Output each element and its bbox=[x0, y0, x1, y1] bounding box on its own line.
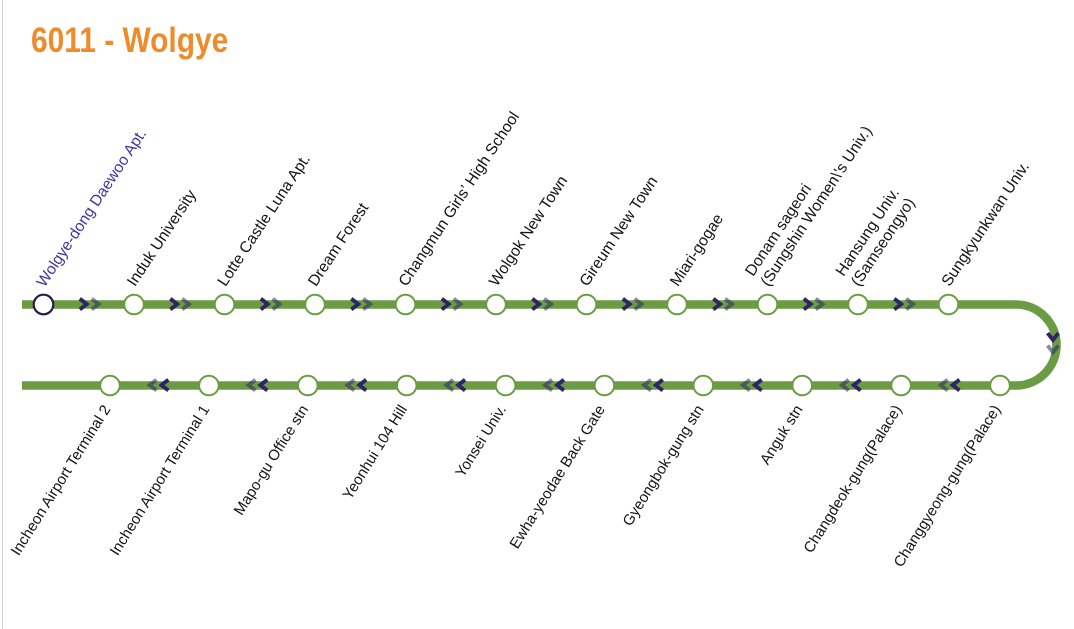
svg-text:Hansung Univ.(Samseongyo): Hansung Univ.(Samseongyo) bbox=[833, 185, 919, 290]
svg-text:Ewha-yeodae Back Gate: Ewha-yeodae Back Gate bbox=[506, 402, 608, 552]
svg-text:Changdeok-gung(Palace): Changdeok-gung(Palace) bbox=[800, 402, 905, 556]
svg-text:Induk University: Induk University bbox=[124, 187, 200, 290]
svg-text:Gireum New Town: Gireum New Town bbox=[577, 173, 662, 289]
svg-text:Incheon Airport Terminal 2: Incheon Airport Terminal 2 bbox=[8, 402, 115, 559]
svg-text:Dream Forest: Dream Forest bbox=[305, 200, 372, 290]
svg-text:Sungkyunkwan Univ.: Sungkyunkwan Univ. bbox=[939, 159, 1033, 290]
svg-text:Gyeongbok-gung stn: Gyeongbok-gung stn bbox=[619, 402, 707, 529]
svg-text:Mapo-gu Office stn: Mapo-gu Office stn bbox=[231, 402, 312, 518]
svg-text:Wolgok New Town: Wolgok New Town bbox=[486, 173, 571, 290]
svg-text:Miari-gogae: Miari-gogae bbox=[667, 211, 727, 290]
svg-text:Yeonhui 104 Hill: Yeonhui 104 Hill bbox=[340, 402, 412, 502]
svg-text:6011 - Wolgye: 6011 - Wolgye bbox=[31, 21, 228, 60]
svg-text:Yonsei Univ.: Yonsei Univ. bbox=[452, 402, 510, 480]
svg-text:Lotte Castle Luna Apt.: Lotte Castle Luna Apt. bbox=[215, 151, 314, 289]
svg-text:Incheon Airport Terminal 1: Incheon Airport Terminal 1 bbox=[107, 402, 214, 559]
svg-text:Changgyeong-gung(Palace): Changgyeong-gung(Palace) bbox=[891, 402, 1005, 570]
svg-text:Anguk stn: Anguk stn bbox=[757, 402, 807, 468]
